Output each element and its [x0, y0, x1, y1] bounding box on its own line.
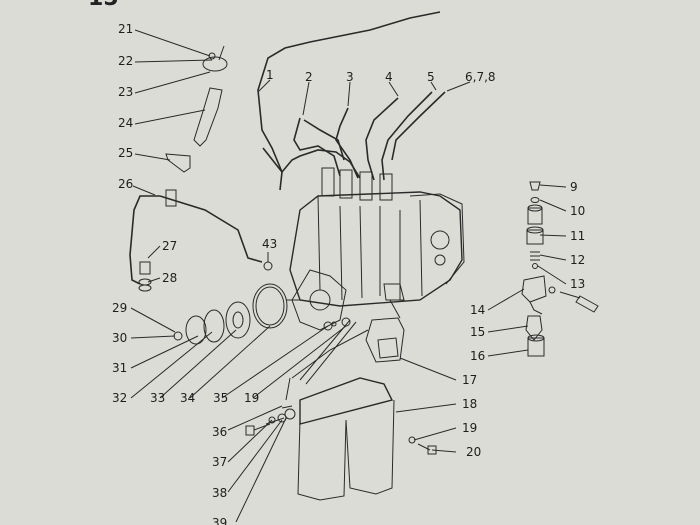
injector-assembly	[165, 45, 228, 207]
callout-6-7-8: 6,7,8	[465, 70, 496, 84]
callout-19: 19	[462, 421, 477, 435]
callout-20: 20	[466, 445, 481, 459]
injector-pipes	[257, 11, 446, 191]
callout-27: 27	[162, 239, 177, 253]
callout-4: 4	[385, 70, 393, 84]
delivery-valve-parts	[521, 181, 599, 357]
callout-9: 9	[570, 180, 578, 194]
callout-34: 34	[180, 391, 195, 405]
callout-33: 33	[150, 391, 165, 405]
callout-37: 37	[212, 455, 227, 469]
callout-18: 18	[462, 397, 477, 411]
callout-13: 13	[570, 277, 585, 291]
callout-15: 15	[470, 325, 485, 339]
callout-23: 23	[118, 85, 133, 99]
callout-22: 22	[118, 54, 133, 68]
injection-pump-body	[289, 167, 465, 331]
drive-gear-parts	[173, 283, 300, 345]
callout-14: 14	[470, 303, 485, 317]
callout-28: 28	[162, 271, 177, 285]
callout-29: 29	[112, 301, 127, 315]
callout-3: 3	[346, 70, 354, 84]
callout-1: 1	[266, 68, 274, 82]
callout-30: 30	[112, 331, 127, 345]
callout-39: 39	[212, 516, 227, 525]
callout-11: 11	[570, 229, 585, 243]
callout-25: 25	[118, 146, 133, 160]
callout-24: 24	[118, 116, 133, 130]
callout-35: 35	[213, 391, 228, 405]
callout-43: 43	[262, 237, 277, 251]
callout-16: 16	[470, 349, 485, 363]
callout-19: 19	[244, 391, 259, 405]
callout-31: 31	[112, 361, 127, 375]
leak-off-pipe	[129, 195, 263, 285]
callout-5: 5	[427, 70, 435, 84]
page-number: 15	[88, 0, 119, 11]
callout-38: 38	[212, 486, 227, 500]
callout-2: 2	[305, 70, 313, 84]
callout-12: 12	[570, 253, 585, 267]
banjo-bolt-parts	[138, 261, 273, 292]
callout-36: 36	[212, 425, 227, 439]
leader-lines	[130, 29, 567, 523]
callout-10: 10	[570, 204, 585, 218]
callout-17: 17	[462, 373, 477, 387]
fuel-filter-assembly	[245, 283, 437, 501]
callout-21: 21	[118, 22, 133, 36]
callout-26: 26	[118, 177, 133, 191]
callout-32: 32	[112, 391, 127, 405]
